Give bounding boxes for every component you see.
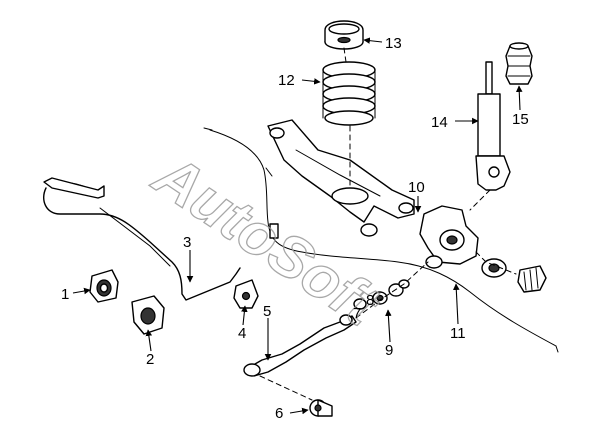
assembly-lines: [259, 47, 517, 401]
stabilizer-bar: [42, 177, 241, 301]
callout-14: 14: [431, 114, 448, 131]
callout-13: 13: [385, 35, 402, 52]
callout-8: 8: [366, 292, 374, 309]
callout-2: 2: [146, 351, 154, 368]
callout-labels: 1 2 3 4 5 6 7 8 9 10 11 12 13 14 15: [61, 35, 529, 422]
link-bolt: [309, 399, 333, 417]
callout-leaders: [72, 37, 523, 415]
callout-5: 5: [263, 303, 271, 320]
coil-spring: [322, 61, 376, 126]
callout-3: 3: [183, 234, 191, 251]
shock-boot: [505, 42, 533, 85]
callout-9: 9: [385, 342, 393, 359]
callout-11: 11: [450, 325, 466, 342]
callout-4: 4: [238, 325, 246, 342]
link-bracket: [233, 279, 259, 309]
callout-15: 15: [512, 111, 529, 128]
washer-set: [353, 279, 410, 310]
brake-cable: [203, 127, 559, 353]
callout-1: 1: [61, 286, 69, 303]
hub-carrier: [419, 205, 479, 269]
wheel-bearing: [481, 258, 547, 293]
control-arm: [267, 119, 415, 237]
spring-seat: [324, 20, 364, 50]
stabilizer-bushing: [89, 269, 119, 303]
trailing-link: [243, 314, 357, 377]
shock-absorber: [475, 61, 511, 191]
callout-12: 12: [278, 72, 295, 89]
callout-10: 10: [408, 179, 425, 196]
callout-7: 7: [353, 305, 361, 322]
callout-6: 6: [275, 405, 283, 422]
bushing-clamp: [131, 295, 165, 335]
